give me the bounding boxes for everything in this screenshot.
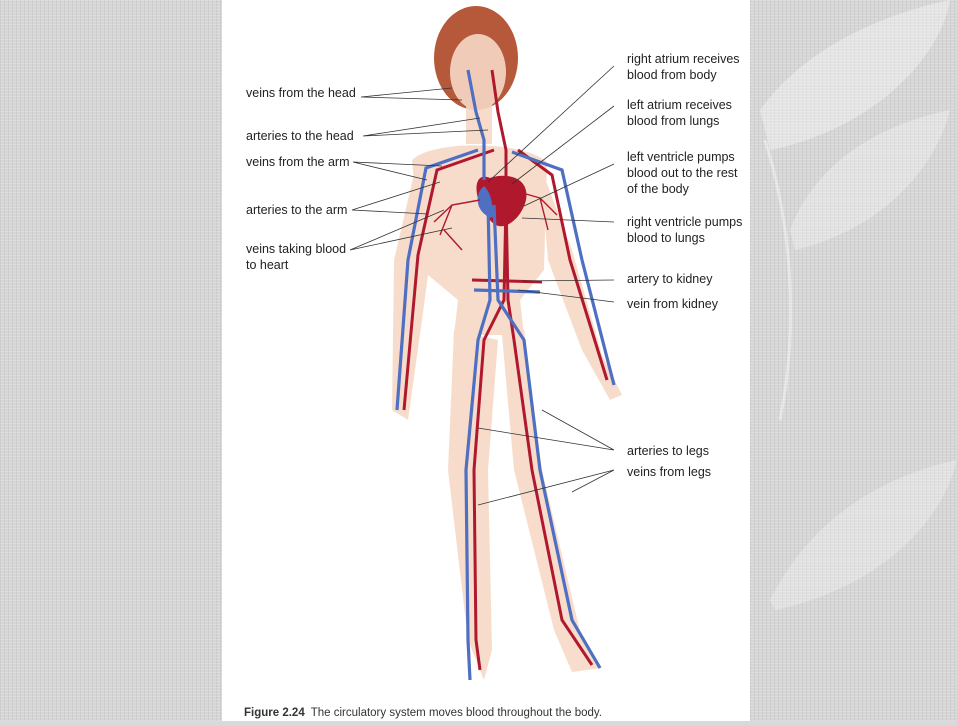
left-background-panel: [0, 0, 222, 721]
label-artery-to-kidney: artery to kidney: [627, 272, 712, 287]
label-left-ventricle-line1: left ventricle pumps: [627, 150, 735, 165]
label-right-atrium-line2: blood from body: [627, 68, 717, 83]
figure-caption: Figure 2.24 The circulatory system moves …: [244, 707, 602, 719]
body-silhouette: [392, 34, 622, 680]
label-arteries-to-arm: arteries to the arm: [246, 203, 347, 218]
label-arteries-to-head: arteries to the head: [246, 129, 354, 144]
label-arteries-to-legs: arteries to legs: [627, 444, 709, 459]
label-veins-from-head: veins from the head: [246, 86, 356, 101]
figure-slide: veins from the head arteries to the head…: [222, 0, 750, 721]
figure-caption-text: The circulatory system moves blood throu…: [311, 707, 602, 719]
right-background-panel: [750, 0, 957, 721]
leaf-decoration: [750, 0, 957, 721]
label-veins-from-arm: veins from the arm: [246, 155, 350, 170]
label-left-atrium-line1: left atrium receives: [627, 98, 732, 113]
label-veins-from-legs: veins from legs: [627, 465, 711, 480]
figure-number: Figure 2.24: [244, 707, 305, 719]
label-left-ventricle-line2: blood out to the rest: [627, 166, 738, 181]
label-left-atrium-line2: blood from lungs: [627, 114, 719, 129]
label-right-atrium-line1: right atrium receives: [627, 52, 740, 67]
label-left-ventricle-line3: of the body: [627, 182, 689, 197]
label-veins-to-heart-line2: to heart: [246, 258, 288, 273]
label-vein-from-kidney: vein from kidney: [627, 297, 718, 312]
label-veins-to-heart-line1: veins taking blood: [246, 242, 346, 257]
label-right-ventricle-line2: blood to lungs: [627, 231, 705, 246]
label-right-ventricle-line1: right ventricle pumps: [627, 215, 742, 230]
